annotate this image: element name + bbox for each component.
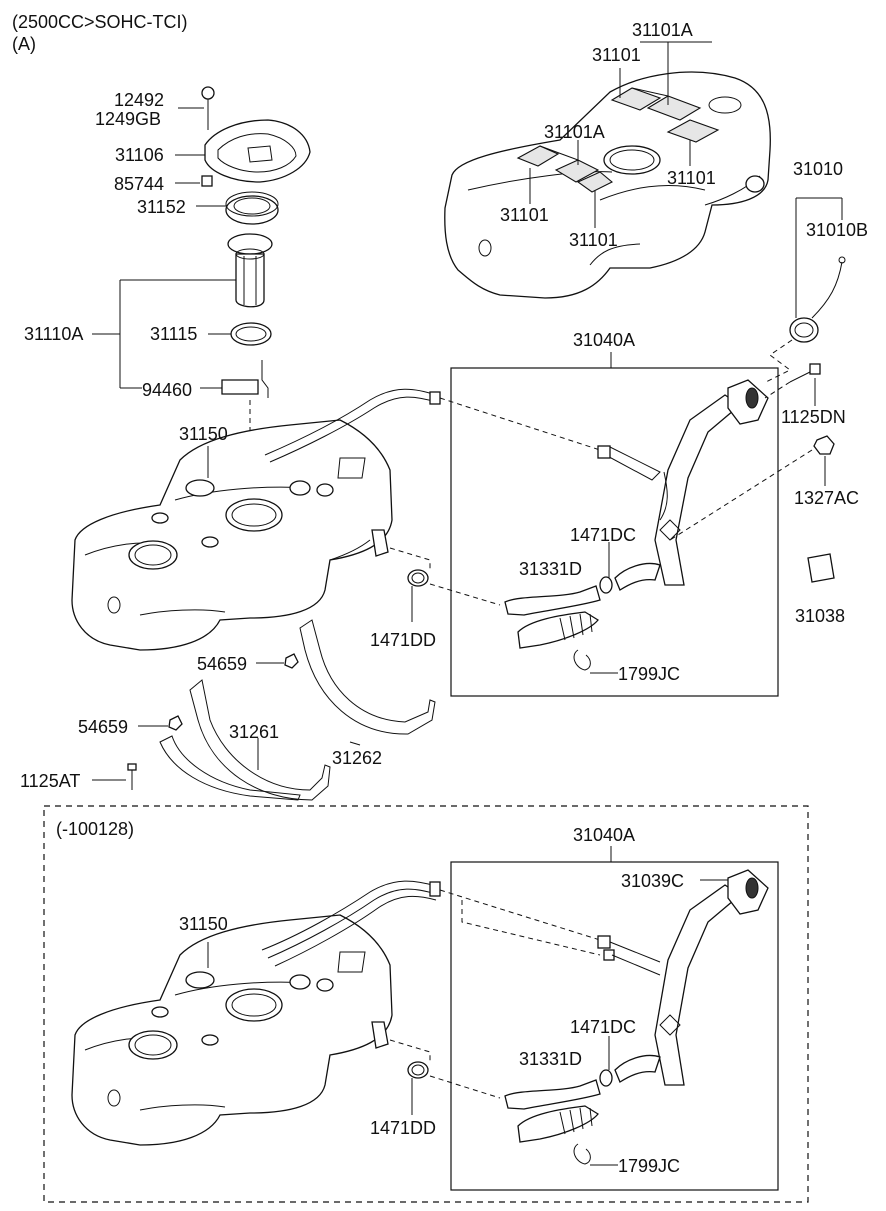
part-label-54659-a: 54659 (197, 654, 248, 674)
part-label-1471DC-top: 1471DC (570, 525, 637, 545)
part-label-31101A-top: 31101A (632, 20, 693, 40)
part-label-31110A: 31110A (24, 324, 84, 344)
part-label-1471DC-bottom: 1471DC (570, 1017, 637, 1037)
upper-clamp-1471DD (389, 547, 501, 622)
upper-tank-straps (516, 87, 720, 193)
part-label-31040A-bottom: 31040A (573, 825, 636, 845)
part-label-31010: 31010 (793, 159, 844, 179)
part-label-31101-center: 31101 (569, 230, 618, 250)
part-label-31038: 31038 (795, 606, 846, 626)
bolt-1125DN (764, 363, 821, 406)
part-label-31039C: 31039C (621, 871, 685, 891)
part-label-31150-top: 31150 (179, 424, 228, 444)
nut-1327AC (669, 435, 835, 541)
label-tag-31038 (807, 553, 835, 583)
lower-vapor-tubes (261, 880, 601, 967)
part-label-1799JC-top: 1799JC (618, 664, 681, 684)
upper-filler-hose (504, 585, 618, 674)
upper-filler-box (450, 367, 779, 697)
part-label-31010B: 31010B (806, 220, 869, 240)
part-label-31101-top: 31101 (592, 45, 641, 65)
engine-spec-text: (2500CC>SOHC-TCI) (12, 12, 188, 32)
part-label-54659-b: 54659 (78, 717, 129, 737)
cap-dash-link (765, 339, 793, 383)
part-label-31261: 31261 (229, 722, 280, 742)
part-label-1327AC: 1327AC (794, 488, 860, 508)
part-label-31331D-top: 31331D (519, 559, 583, 579)
part-label-1471DD-bottom: 1471DD (370, 1118, 437, 1138)
part-label-31101-left: 31101 (500, 205, 549, 225)
part-label-94460: 94460 (142, 380, 193, 400)
upper-main-tank (71, 419, 393, 651)
upper-filler-neck (597, 379, 769, 594)
tank-straps (92, 619, 436, 801)
pump-module-stack (92, 86, 311, 500)
lower-clamp-1471DD (389, 1039, 501, 1115)
part-label-31262: 31262 (332, 748, 383, 768)
part-label-31101-right: 31101 (667, 168, 716, 188)
fuel-cap (789, 197, 846, 343)
part-label-31331D-bottom: 31331D (519, 1049, 583, 1069)
lower-filler-neck (597, 869, 769, 1087)
part-label-31040A-top: 31040A (573, 330, 636, 350)
upper-tank-outline (444, 71, 771, 299)
lower-main-tank (71, 914, 393, 1146)
part-label-31150-bottom: 31150 (179, 914, 228, 934)
part-label-1125DN: 1125DN (781, 407, 846, 427)
part-label-12492: 12492 (114, 90, 165, 110)
part-label-31106: 31106 (115, 145, 164, 165)
variant-text: (A) (12, 34, 36, 54)
lower-section-range: (-100128) (56, 819, 135, 839)
part-label-1249GB: 1249GB (95, 109, 162, 129)
upper-vapor-tube (264, 388, 601, 463)
part-label-31152: 31152 (137, 197, 186, 217)
part-label-85744: 85744 (114, 174, 165, 194)
lower-filler-hose (504, 1079, 618, 1166)
lower-section-frame (43, 805, 809, 1203)
part-label-1799JC-bottom: 1799JC (618, 1156, 681, 1176)
upper-tank-leaders (529, 41, 712, 228)
part-label-1471DD-top: 1471DD (370, 630, 437, 650)
part-label-31101A-mid: 31101A (544, 122, 605, 142)
part-label-1125AT: 1125AT (20, 771, 81, 791)
lower-filler-box (450, 861, 779, 1191)
part-label-31115: 31115 (150, 324, 198, 344)
